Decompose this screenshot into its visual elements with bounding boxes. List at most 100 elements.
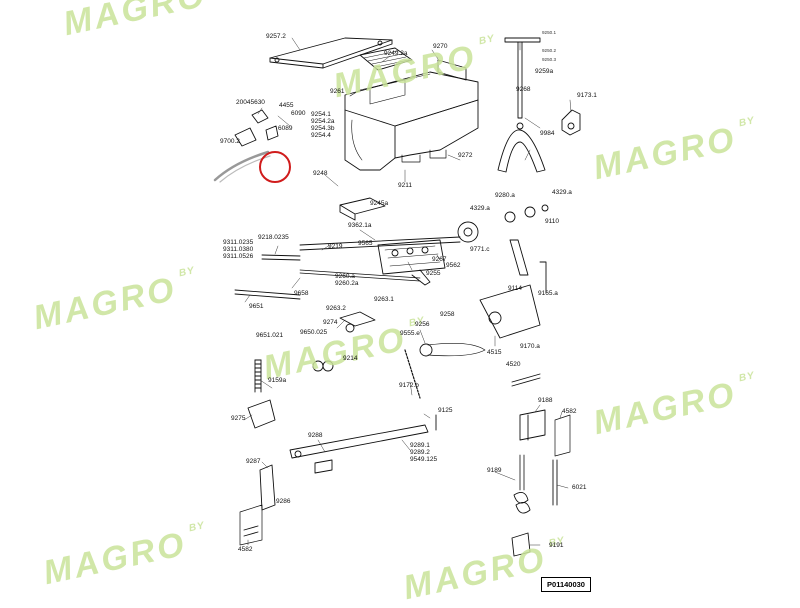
coil-spring xyxy=(254,359,262,393)
part-label: 9700.2 xyxy=(220,138,240,145)
part-label: 9170.a xyxy=(520,343,540,350)
hopper-lid xyxy=(269,37,393,69)
part-label: 9257.2 xyxy=(266,33,286,40)
part-label: 4582 xyxy=(238,546,253,553)
part-label: 4329.a xyxy=(470,205,490,212)
part-label: 9219 xyxy=(328,243,343,250)
roller-4520 xyxy=(511,373,541,387)
part-label: 9249.2a xyxy=(384,50,408,57)
drawing-code: P01140030 xyxy=(541,577,591,592)
part-label: 9218.0235 xyxy=(258,234,289,241)
part-label: 9274 xyxy=(323,319,338,326)
part-label: 9268 xyxy=(516,86,531,93)
chain-sprocket xyxy=(419,343,433,357)
part-label: 9248 xyxy=(313,170,328,177)
part-label: 9311.0526 xyxy=(223,253,254,260)
part-label: 9173.1 xyxy=(577,92,597,99)
marker-arm xyxy=(289,414,437,474)
disc-arm xyxy=(239,464,276,546)
part-label: 9211 xyxy=(398,182,412,189)
leader-lines xyxy=(243,37,572,546)
part-label: 4515 xyxy=(487,349,502,356)
part-label: 9565 xyxy=(358,240,373,247)
metering-unit xyxy=(377,239,446,286)
part-label: 9250.2 xyxy=(542,48,557,53)
cover-plate xyxy=(437,59,467,81)
rod-9651 xyxy=(234,289,301,300)
part-label: 9272 xyxy=(458,152,473,159)
part-label: 9114 xyxy=(508,285,522,292)
part-label: 6021 xyxy=(572,484,587,491)
part-label: 9263.1 xyxy=(374,296,394,303)
part-label: 6089 xyxy=(278,125,293,132)
part-label: 9259a xyxy=(535,68,554,75)
part-label: 9280.a xyxy=(495,192,515,199)
clamp-9188 xyxy=(519,409,546,441)
part-label: 9311.0235 xyxy=(223,239,254,246)
part-9191 xyxy=(511,532,531,557)
part-label: 9651 xyxy=(249,303,264,310)
part-label: 9650.025 xyxy=(300,329,328,336)
rod-9218 xyxy=(261,254,301,261)
clip-part xyxy=(251,109,269,124)
marker-shaft xyxy=(504,37,541,130)
tension-spring xyxy=(513,454,531,514)
part-label: 9125 xyxy=(438,407,453,414)
part-label: 9263.2 xyxy=(326,305,346,312)
part-label: 9562 xyxy=(446,262,461,269)
part-label: 9555.e xyxy=(400,330,420,337)
part-label: 9984 xyxy=(540,130,555,137)
hopper-filter xyxy=(359,47,413,71)
part-label: 9250.1 xyxy=(542,30,557,35)
block-part xyxy=(339,197,386,221)
part-label: 4582 xyxy=(562,408,577,415)
clip-part-2 xyxy=(234,127,257,147)
part-label: 9658 xyxy=(294,290,309,297)
part-label: 6090 xyxy=(291,110,306,117)
part-label: 4455 xyxy=(279,102,294,109)
part-label: 9260.2a xyxy=(335,280,359,287)
part-label: 9255 xyxy=(426,270,441,277)
part-label: 9254.1 xyxy=(311,111,331,118)
part-label: 9549.125 xyxy=(410,456,438,463)
part-label: 9287 xyxy=(246,458,261,465)
part-label: 9188 xyxy=(538,397,553,404)
part-label: 9261 xyxy=(330,88,345,95)
part-label: 9165.a xyxy=(538,290,558,297)
part-label: 9159a xyxy=(268,377,287,384)
part-label: 9254.3b xyxy=(311,125,335,132)
pin-6021 xyxy=(552,459,558,506)
part-label: 9258 xyxy=(440,311,455,318)
part-label: 9254.2a xyxy=(311,118,335,125)
part-label: 4329.a xyxy=(552,189,572,196)
part-label: 9267 xyxy=(432,256,447,263)
part-label: 9270 xyxy=(433,43,448,50)
part-label: 9250.3 xyxy=(542,57,557,62)
part-label: 9172.b xyxy=(399,382,419,389)
seed-hopper xyxy=(344,71,479,171)
part-label: 9254.4 xyxy=(311,132,331,139)
highlight-circle xyxy=(259,151,291,183)
part-label: 9651.021 xyxy=(256,332,284,339)
part-label: 9275 xyxy=(231,415,246,422)
bracket-part xyxy=(561,109,581,136)
part-label: 9256 xyxy=(415,321,430,328)
part-label: 9286 xyxy=(276,498,291,505)
part-label: 9362.1a xyxy=(348,222,372,229)
part-label: 9110 xyxy=(545,218,559,225)
part-label: 20045630 xyxy=(236,99,265,106)
small-bracket xyxy=(339,311,376,327)
part-label: 9289.2 xyxy=(410,449,430,456)
drive-chain xyxy=(404,349,421,399)
seed-tube xyxy=(213,150,270,182)
part-label: 9260.a xyxy=(335,273,355,280)
part-label: 9191 xyxy=(549,542,564,549)
part-label: 4520 xyxy=(506,361,521,368)
drive-shaft xyxy=(299,204,549,251)
part-label: 9245a xyxy=(370,200,389,207)
arch-spring xyxy=(497,129,546,173)
linkage-arm xyxy=(479,239,547,339)
part-label: 9289.1 xyxy=(410,442,430,449)
